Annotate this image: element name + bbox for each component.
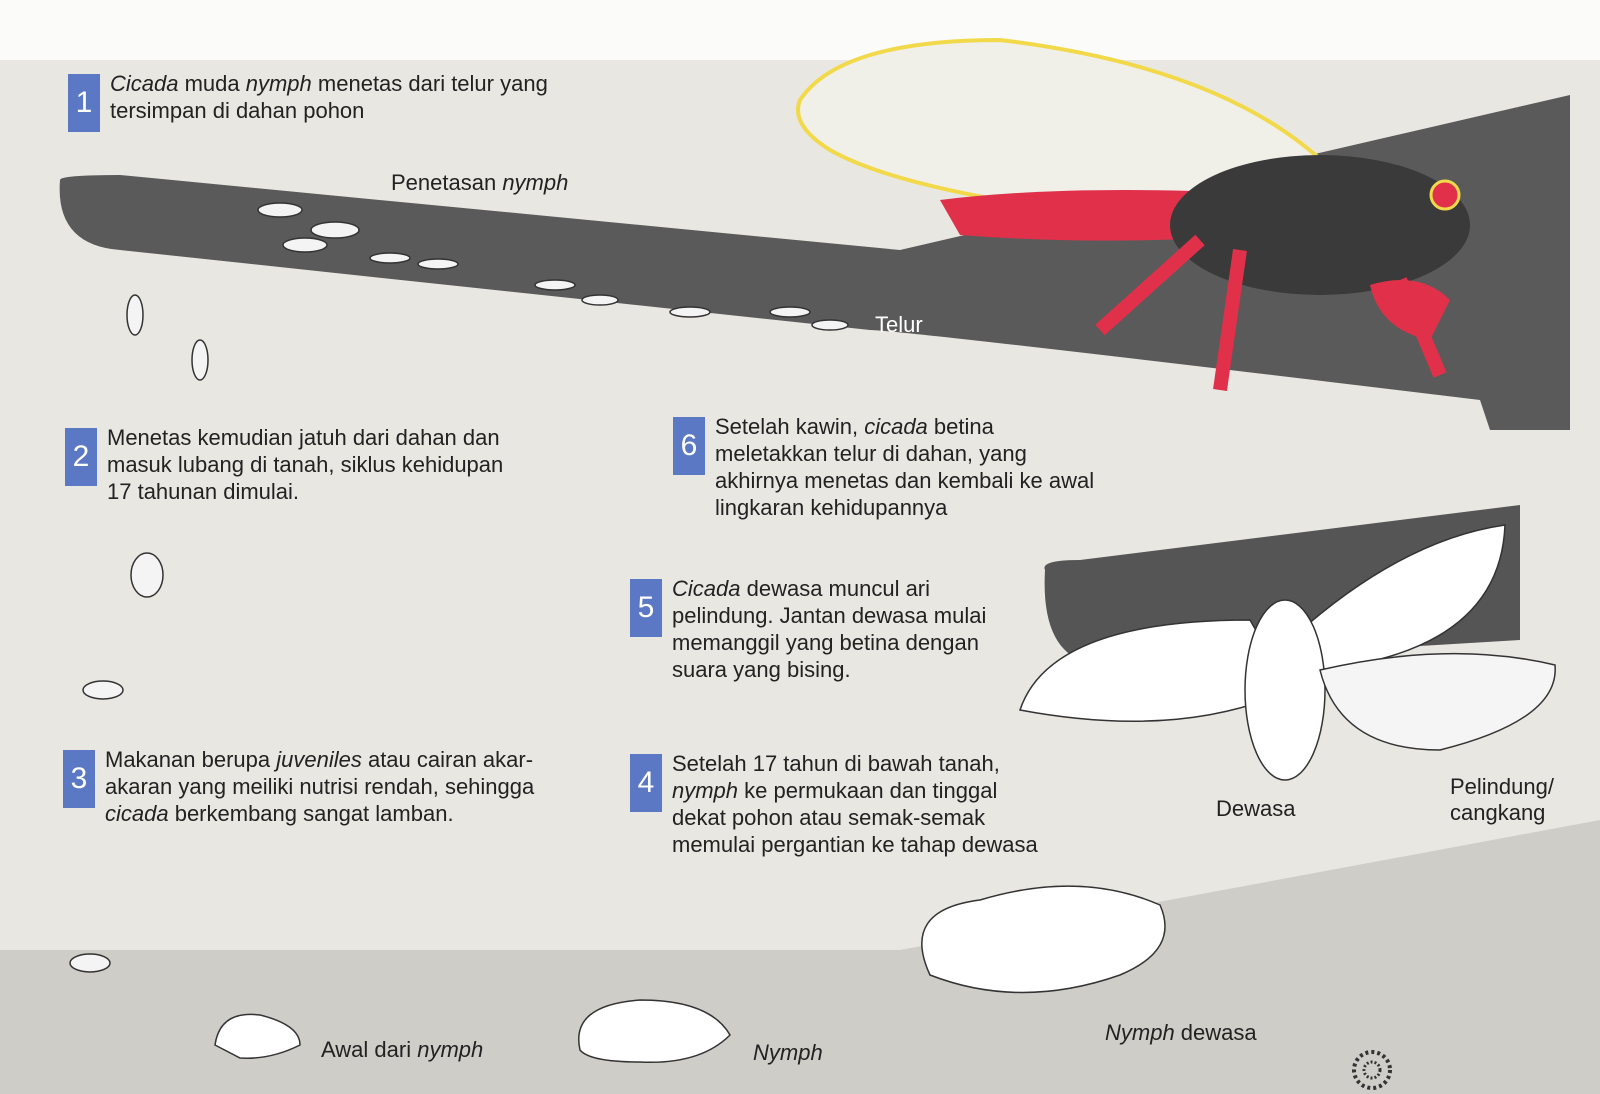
step-number-badge: 3 (63, 750, 95, 808)
label-shell: Pelindung/ cangkang (1450, 774, 1554, 825)
step-6: 6 Setelah kawin, cicada betina meletakka… (673, 413, 1103, 521)
step-text: Setelah 17 tahun di bawah tanah, nymph k… (672, 751, 1038, 857)
adult-nymph-outline (921, 885, 1166, 994)
shell-outline (1319, 652, 1556, 751)
adult-cicada-outline (1019, 524, 1506, 781)
step-number-badge: 5 (630, 579, 662, 637)
step-text: Cicada muda nymph menetas dari telur yan… (110, 71, 548, 123)
label-nymph: Nymph (753, 1040, 823, 1065)
step-number-badge: 6 (673, 417, 705, 475)
adult-cicada-colored (796, 37, 1470, 391)
step-4: 4 Setelah 17 tahun di bawah tanah, nymph… (630, 750, 1050, 858)
label-adult-nymph: Nymph dewasa (1105, 1020, 1257, 1045)
step-2: 2 Menetas kemudian jatuh dari dahan dan … (65, 424, 525, 505)
step-text: Menetas kemudian jatuh dari dahan dan ma… (107, 425, 504, 504)
nymph-outline (578, 999, 731, 1064)
step-text: Setelah kawin, cicada betina meletakkan … (715, 414, 1095, 520)
step-number-badge: 1 (68, 74, 100, 132)
label-eggs: Telur (875, 312, 923, 337)
step-number-badge: 4 (630, 754, 662, 812)
label-hatching: Penetasan nymph (391, 170, 569, 195)
label-early-nymph: Awal dari nymph (321, 1037, 484, 1062)
decorative-dots (1352, 1050, 1392, 1090)
label-adult: Dewasa (1216, 796, 1296, 821)
top-white-band (0, 0, 1600, 60)
step-text: Cicada dewasa muncul ari pelindung. Jant… (672, 576, 987, 682)
early-nymph-outline (214, 1013, 301, 1059)
step-3: 3 Makanan berupa juveniles atau cairan a… (63, 746, 543, 827)
step-text: Makanan berupa juveniles atau cairan aka… (105, 747, 535, 826)
step-number-badge: 2 (65, 428, 97, 486)
step-1: 1 Cicada muda nymph menetas dari telur y… (68, 70, 588, 132)
upper-branch-shadow (59, 95, 1571, 430)
step-5: 5 Cicada dewasa muncul ari pelindung. Ja… (630, 575, 990, 683)
egg-cluster (369, 252, 849, 331)
ground-band (0, 820, 1600, 1094)
hatching-nymphs (69, 202, 360, 973)
